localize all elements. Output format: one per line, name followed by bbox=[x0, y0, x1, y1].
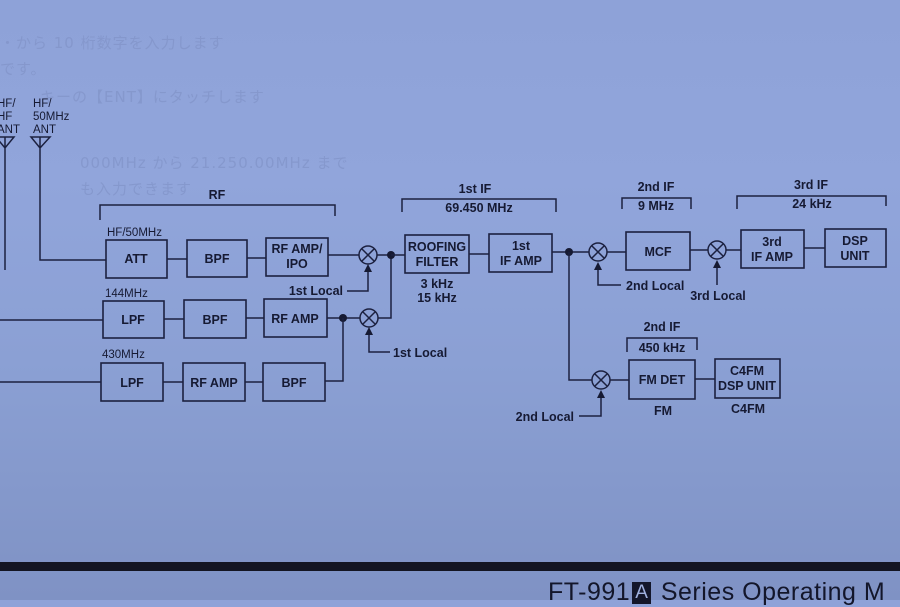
block-bpf-144: BPF bbox=[183, 299, 247, 339]
model-name: FT-991 bbox=[548, 578, 631, 606]
block-bpf-hf: BPF bbox=[186, 239, 248, 278]
svg-text:FM DET: FM DET bbox=[639, 373, 686, 387]
svg-text:LPF: LPF bbox=[121, 313, 145, 327]
svg-text:RF: RF bbox=[209, 188, 226, 202]
svg-text:FM: FM bbox=[654, 404, 672, 418]
mixer-3rd bbox=[707, 240, 727, 260]
block-rf-amp-144: RF AMP bbox=[263, 298, 328, 338]
svg-text:LPF: LPF bbox=[120, 376, 144, 390]
block-roofing-filter: ROOFING FILTER 3 kHz 15 kHz bbox=[404, 234, 470, 305]
label-1st-local-b: 1st Local bbox=[393, 346, 447, 360]
block-1st-if-amp: 1st IF AMP bbox=[488, 233, 553, 273]
mixer-2nd-fm bbox=[591, 370, 611, 390]
svg-text:C4FM: C4FM bbox=[730, 364, 764, 378]
svg-text:C4FM: C4FM bbox=[731, 402, 765, 416]
svg-text:9 MHz: 9 MHz bbox=[638, 199, 674, 213]
svg-text:3 kHz: 3 kHz bbox=[421, 277, 454, 291]
band-label-hf-50mhz: HF/50MHz bbox=[107, 227, 162, 239]
block-lpf-430: LPF bbox=[100, 362, 164, 402]
block-lpf-144: LPF bbox=[102, 300, 165, 339]
svg-text:450 kHz: 450 kHz bbox=[639, 341, 686, 355]
block-att: ATT bbox=[105, 239, 168, 279]
model-variant-badge: A bbox=[632, 582, 652, 604]
svg-text:DSP: DSP bbox=[842, 234, 868, 248]
svg-text:UNIT: UNIT bbox=[840, 249, 870, 263]
label-3rd-local: 3rd Local bbox=[690, 289, 746, 303]
section-3rd-if: 3rd IF 24 kHz bbox=[736, 178, 887, 211]
footer-rule bbox=[0, 562, 900, 571]
mixer-1st-vhf-uhf bbox=[359, 308, 379, 328]
block-mcf: MCF bbox=[625, 231, 691, 271]
svg-text:ANT: ANT bbox=[33, 124, 56, 136]
svg-text:MCF: MCF bbox=[644, 245, 671, 259]
block-c4fm-dsp-unit: C4FM DSP UNIT C4FM bbox=[714, 358, 781, 416]
svg-text:ATT: ATT bbox=[124, 252, 148, 266]
mixer-2nd bbox=[588, 242, 608, 262]
svg-text:BPF: BPF bbox=[203, 313, 228, 327]
section-2nd-if-fm: 2nd IF 450 kHz bbox=[626, 320, 698, 355]
block-3rd-if-amp: 3rd IF AMP bbox=[740, 229, 805, 269]
section-1st-if: 1st IF 69.450 MHz bbox=[401, 182, 557, 215]
label-2nd-local-fm: 2nd Local bbox=[516, 410, 574, 424]
block-fm-det: FM DET FM bbox=[628, 359, 696, 418]
svg-text:24 kHz: 24 kHz bbox=[792, 197, 832, 211]
svg-text:RF AMP: RF AMP bbox=[190, 376, 237, 390]
manual-title-text: Series Operating M bbox=[653, 578, 886, 606]
svg-text:3rd: 3rd bbox=[762, 235, 781, 249]
antenna-hf-50mhz: HF/ 50MHz ANT bbox=[29, 98, 106, 261]
svg-text:RF AMP: RF AMP bbox=[271, 312, 318, 326]
svg-text:HF: HF bbox=[0, 111, 12, 123]
label-2nd-local: 2nd Local bbox=[626, 279, 684, 293]
block-bpf-430: BPF bbox=[262, 362, 326, 402]
block-rf-amp-ipo: RF AMP/ IPO bbox=[265, 237, 329, 277]
svg-text:50MHz: 50MHz bbox=[33, 111, 70, 123]
block-rf-amp-430: RF AMP bbox=[182, 362, 246, 402]
antenna-icon bbox=[0, 136, 16, 270]
svg-text:BPF: BPF bbox=[282, 376, 307, 390]
svg-text:1st IF: 1st IF bbox=[459, 182, 492, 196]
svg-text:RF AMP/: RF AMP/ bbox=[272, 242, 323, 256]
mixer-1st-hf bbox=[358, 245, 378, 265]
svg-text:HF/: HF/ bbox=[33, 98, 52, 110]
section-2nd-if: 2nd IF 9 MHz bbox=[621, 180, 692, 213]
svg-text:ANT: ANT bbox=[0, 124, 20, 136]
svg-text:HF/: HF/ bbox=[0, 98, 16, 110]
section-rf: RF bbox=[99, 188, 336, 220]
block-dsp-unit: DSP UNIT bbox=[824, 228, 887, 268]
svg-text:BPF: BPF bbox=[205, 252, 230, 266]
svg-text:FILTER: FILTER bbox=[416, 255, 459, 269]
bleed-through-text: キーの【ENT】にタッチします bbox=[40, 88, 265, 106]
svg-text:DSP UNIT: DSP UNIT bbox=[718, 379, 776, 393]
svg-text:2nd IF: 2nd IF bbox=[644, 320, 681, 334]
receiver-block-diagram: HF/ HF ANT HF/ 50MHz ANT RF 1st IF 69.45… bbox=[0, 98, 887, 424]
bleed-through-text: ・から 10 桁数字を入力します bbox=[0, 34, 225, 52]
svg-text:IF AMP: IF AMP bbox=[751, 250, 793, 264]
svg-text:15 kHz: 15 kHz bbox=[417, 291, 457, 305]
svg-text:69.450 MHz: 69.450 MHz bbox=[445, 201, 512, 215]
svg-text:3rd IF: 3rd IF bbox=[794, 178, 828, 192]
band-label-430mhz: 430MHz bbox=[102, 349, 145, 361]
bleed-through-text: 000MHz から 21.250.00MHz まで bbox=[80, 154, 349, 172]
antenna-hf: HF/ HF ANT bbox=[0, 98, 20, 270]
svg-text:IF AMP: IF AMP bbox=[500, 254, 542, 268]
bleed-through-text: も入力できます bbox=[80, 180, 193, 198]
band-label-144mhz: 144MHz bbox=[105, 288, 148, 300]
svg-text:2nd IF: 2nd IF bbox=[638, 180, 675, 194]
bleed-through-text: です。 bbox=[0, 60, 47, 78]
antenna-icon bbox=[29, 136, 106, 261]
label-1st-local-a: 1st Local bbox=[289, 284, 343, 298]
svg-text:ROOFING: ROOFING bbox=[408, 240, 466, 254]
svg-text:1st: 1st bbox=[512, 239, 531, 253]
svg-text:IPO: IPO bbox=[286, 257, 308, 271]
